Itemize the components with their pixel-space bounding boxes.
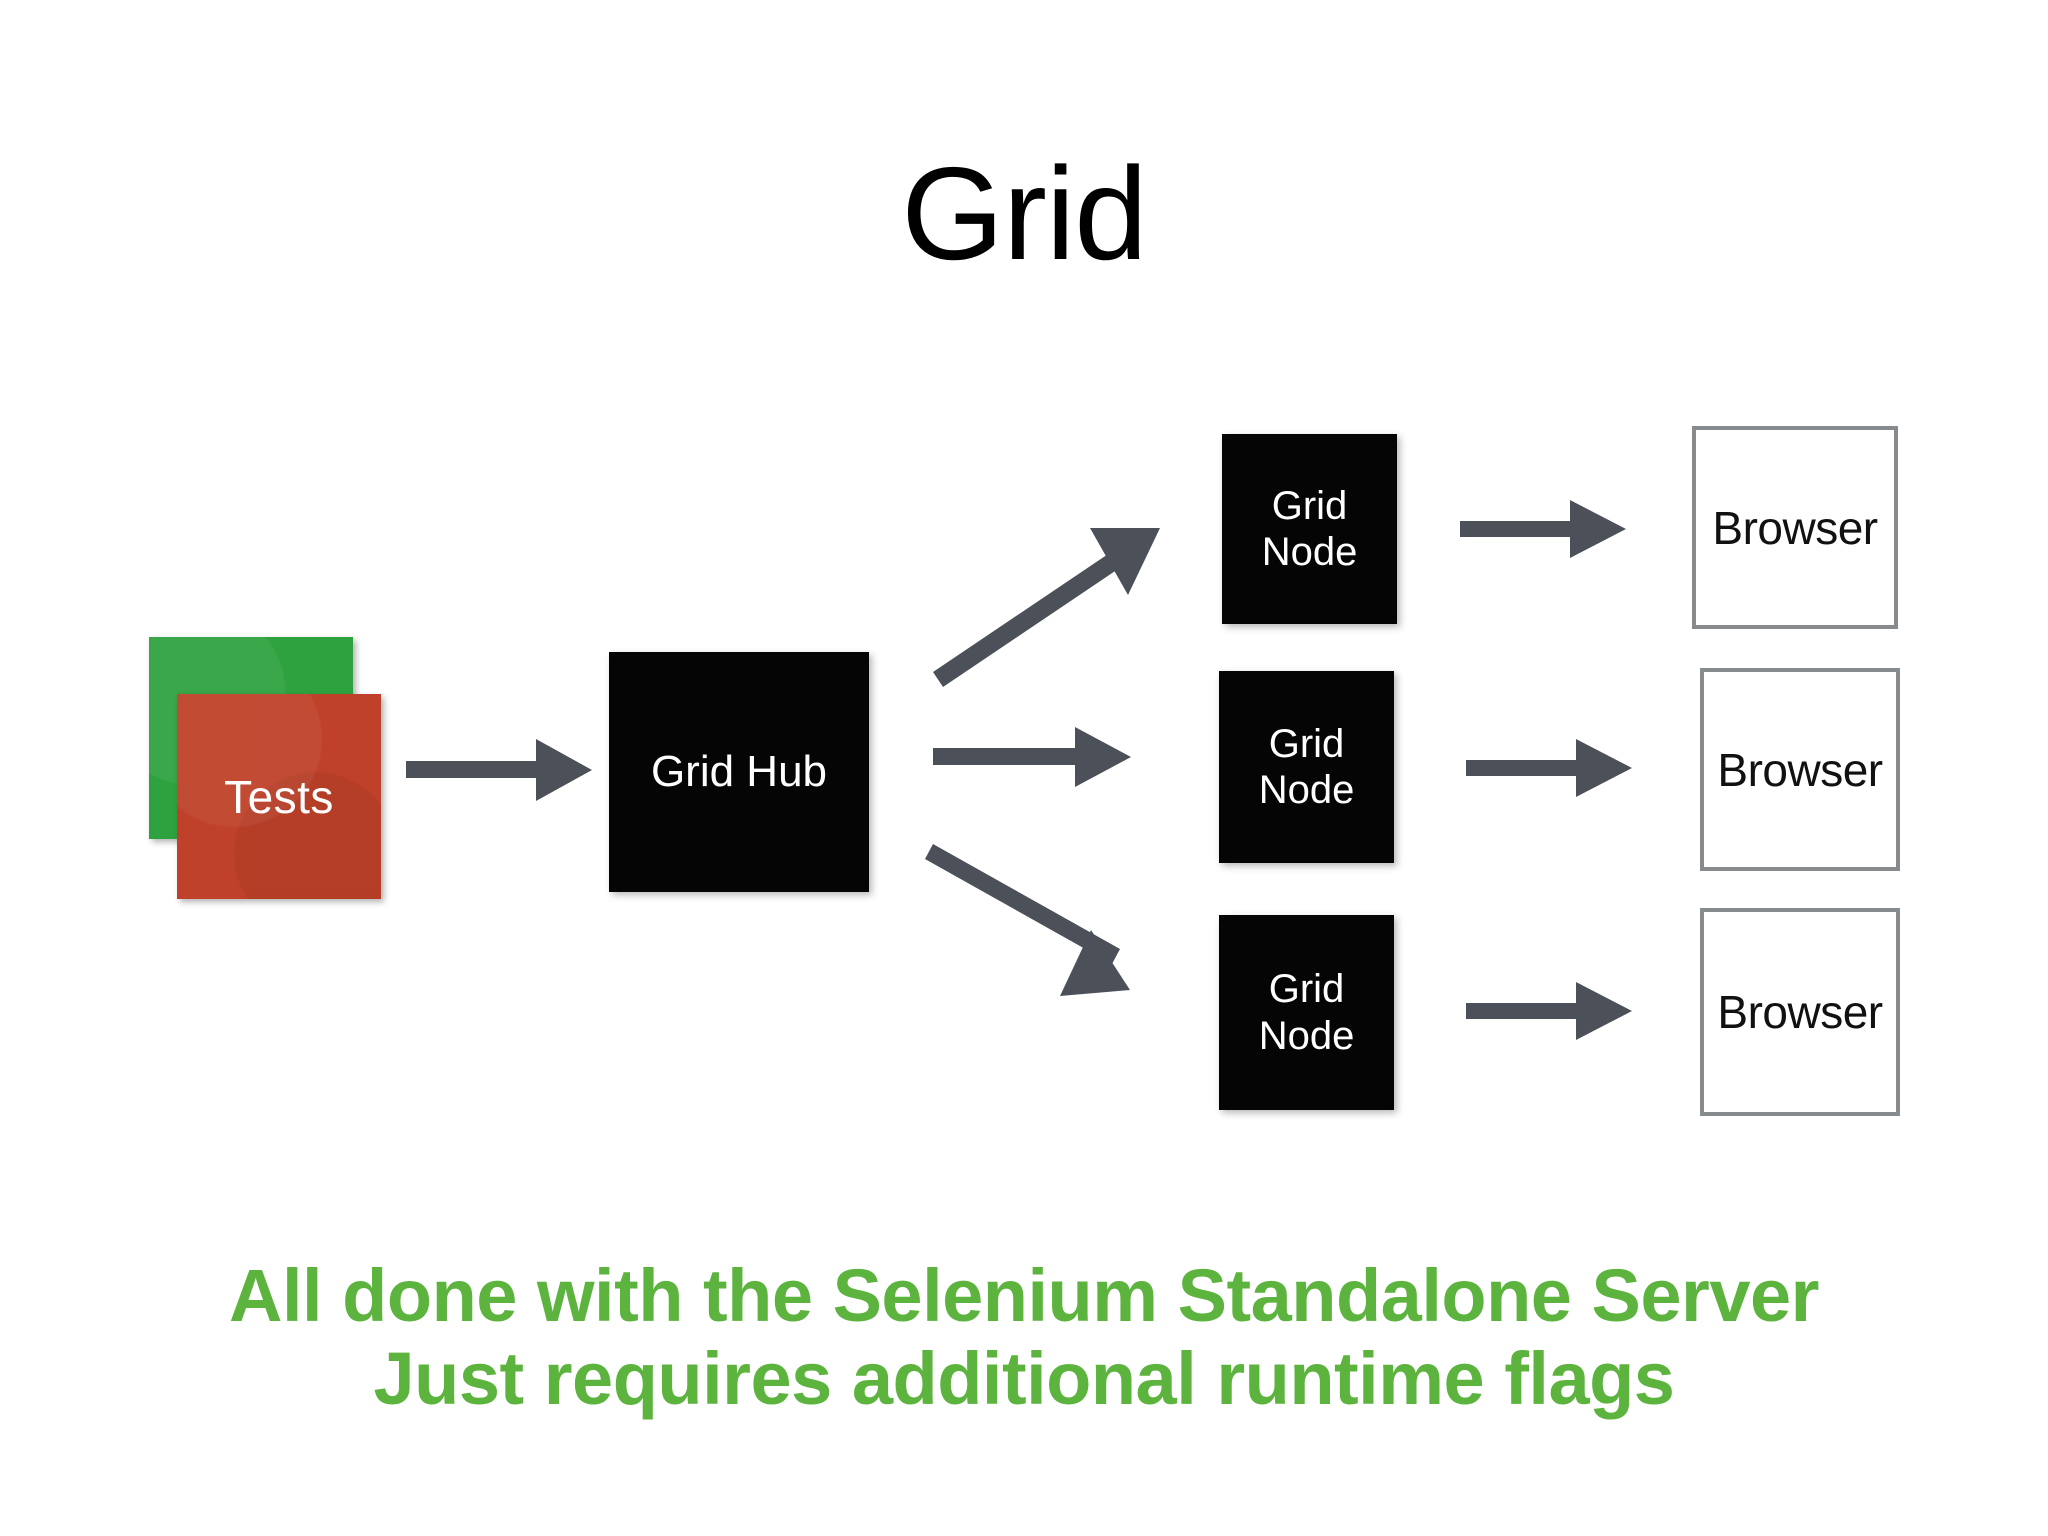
browser-label-2: Browser [1717,743,1883,796]
grid-node-box-3[interactable]: Grid Node [1219,915,1394,1110]
grid-node-box-1[interactable]: Grid Node [1222,434,1397,624]
grid-node-label-3: Grid Node [1258,967,1355,1058]
arrow-hub-to-node-2 [933,727,1131,787]
browser-box-1[interactable]: Browser [1692,426,1898,629]
grid-hub-label: Grid Hub [650,747,828,797]
page-title: Grid [901,140,1147,287]
arrow-node-3-to-browser-3 [1466,982,1632,1040]
grid-node-label-2: Grid Node [1258,721,1355,812]
browser-label-1: Browser [1712,501,1878,554]
browser-label-3: Browser [1717,986,1883,1038]
grid-node-box-2[interactable]: Grid Node [1219,671,1394,863]
arrow-tests-to-hub [406,739,592,801]
arrow-node-2-to-browser-2 [1466,739,1632,797]
arrow-hub-to-node-1 [933,528,1160,687]
slide-caption: All done with the Selenium Standalone Se… [0,1254,2048,1421]
tests-card-front[interactable]: Tests [177,694,381,899]
arrow-hub-to-node-3 [925,844,1130,996]
browser-box-3[interactable]: Browser [1700,908,1900,1116]
caption-line-1: All done with the Selenium Standalone Se… [229,1254,1819,1337]
arrow-node-1-to-browser-1 [1460,500,1626,558]
browser-box-2[interactable]: Browser [1700,668,1900,871]
grid-node-label-1: Grid Node [1261,483,1358,574]
grid-hub-box[interactable]: Grid Hub [609,652,869,892]
tests-label: Tests [224,770,334,823]
caption-line-2: Just requires additional runtime flags [373,1336,1675,1420]
